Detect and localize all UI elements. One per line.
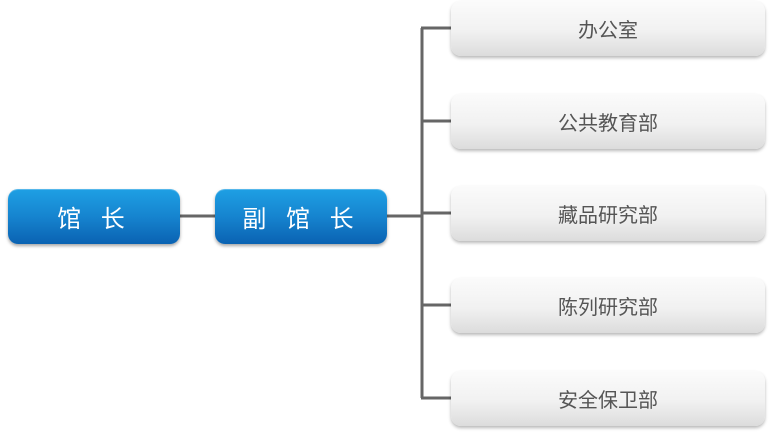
department-label: 陈列研究部: [558, 295, 658, 319]
department-label: 藏品研究部: [558, 203, 658, 227]
deputy-director-label: 副 馆 长: [242, 205, 360, 233]
department-label: 办公室: [578, 18, 638, 42]
department-label: 安全保卫部: [558, 388, 658, 412]
deputy-director-node: 副 馆 长: [215, 189, 387, 244]
department-node-exhibition-research: 陈列研究部: [451, 278, 765, 333]
director-label: 馆 长: [57, 205, 131, 233]
department-node-office: 办公室: [451, 1, 765, 56]
department-node-security: 安全保卫部: [451, 371, 765, 426]
department-label: 公共教育部: [558, 111, 658, 135]
department-node-collection-research: 藏品研究部: [451, 186, 765, 241]
director-node: 馆 长: [8, 189, 180, 244]
department-node-public-education: 公共教育部: [451, 94, 765, 149]
